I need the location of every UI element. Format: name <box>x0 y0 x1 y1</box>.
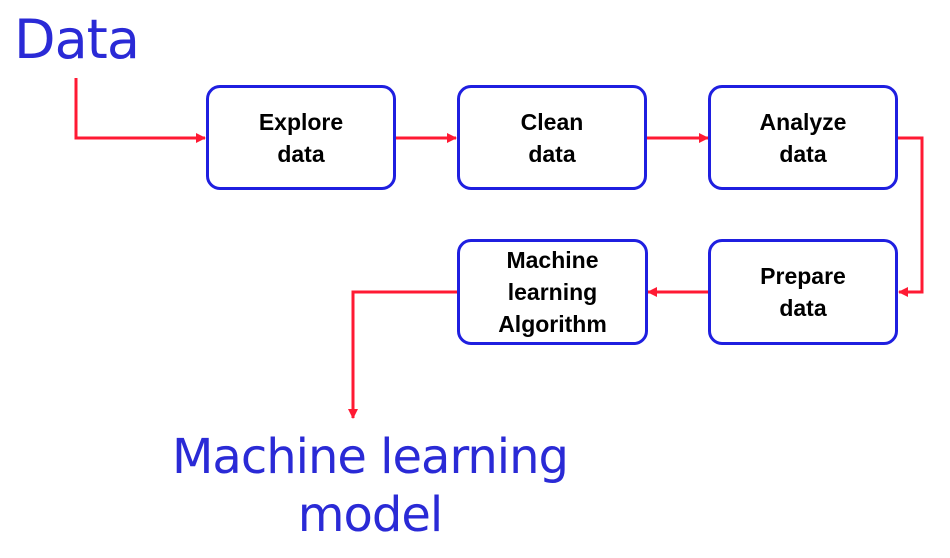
step-analyze-data-box: Analyze data <box>708 85 898 190</box>
step-explore-data-box: Explore data <box>206 85 396 190</box>
step-ml-algorithm-box: Machine learning Algorithm <box>457 239 648 345</box>
output-model-label: Machine learning model <box>160 428 580 544</box>
step-ml-algorithm-label: Machine learning Algorithm <box>498 247 607 337</box>
output-model-text: Machine learning model <box>171 429 569 543</box>
step-prepare-data-box: Prepare data <box>708 239 898 345</box>
arrow-algorithm-to-model <box>348 290 458 419</box>
arrow-analyze-to-prepare <box>897 136 924 297</box>
step-prepare-data-label: Prepare data <box>760 263 846 321</box>
step-clean-data-box: Clean data <box>457 85 647 190</box>
step-clean-data-label: Clean data <box>520 108 584 167</box>
input-data-label: Data <box>14 8 140 71</box>
step-analyze-data-label: Analyze data <box>759 108 847 167</box>
arrow-data-to-explore <box>74 78 206 143</box>
step-explore-data-label: Explore data <box>258 108 344 167</box>
